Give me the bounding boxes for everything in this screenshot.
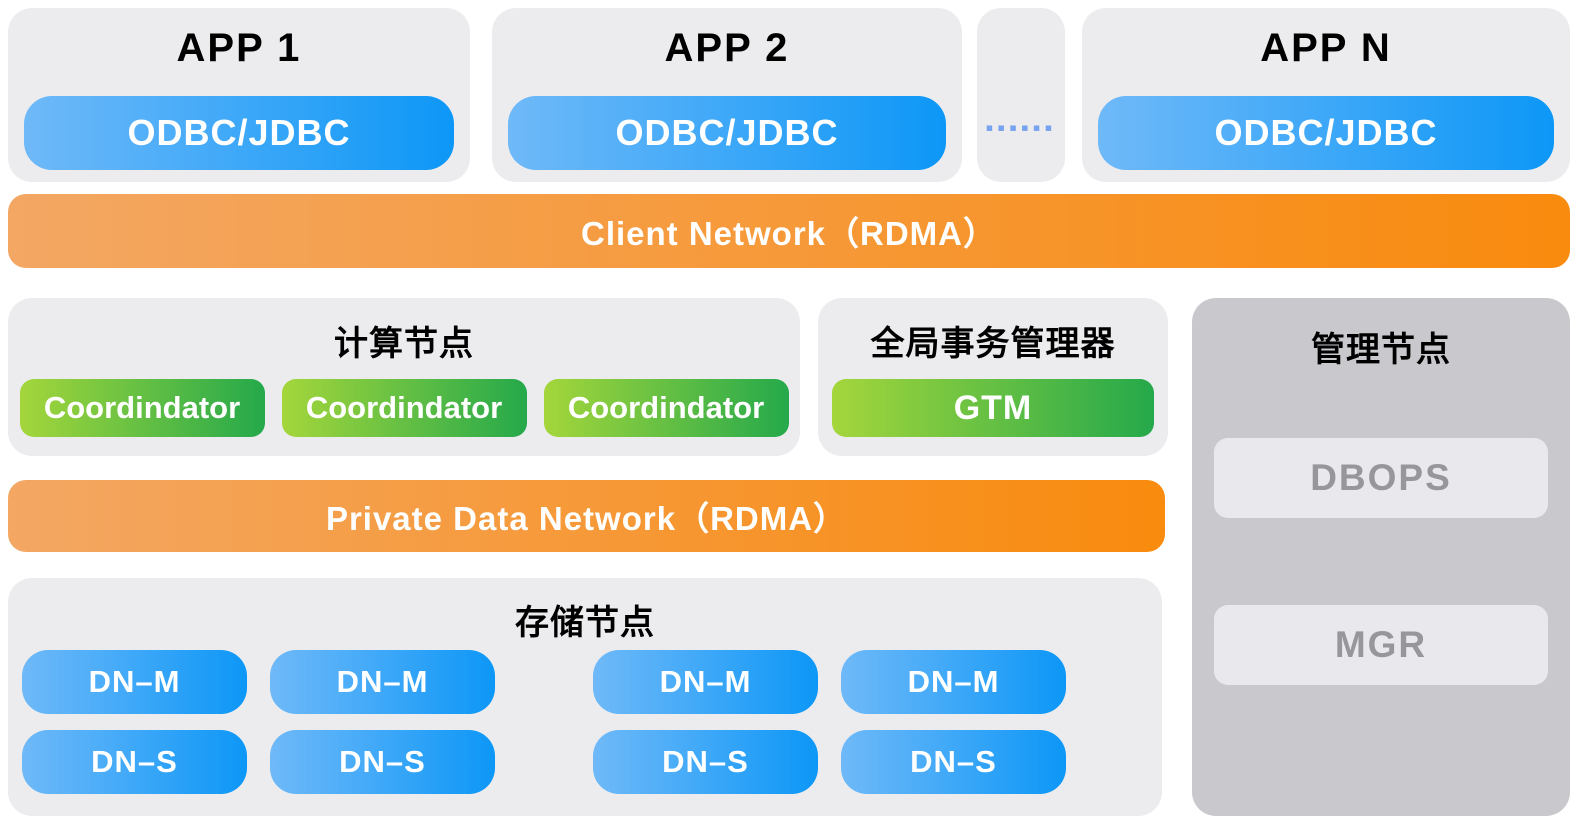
gtm-node: GTM xyxy=(832,379,1154,437)
dn-shard-column: DN–M DN–S xyxy=(841,578,1066,816)
dn-shard-column: DN–M DN–S xyxy=(593,578,818,816)
dn-standby-node: DN–S xyxy=(841,730,1066,794)
app-card-1: APP 1 ODBC/JDBC xyxy=(8,8,470,182)
odbc-jdbc-badge: ODBC/JDBC xyxy=(24,96,454,170)
dn-master-node: DN–M xyxy=(593,650,818,714)
coordinator-node: Coordindator xyxy=(281,379,527,437)
app-title: APP 2 xyxy=(664,26,790,70)
app-title: APP 1 xyxy=(176,26,302,70)
app-card-2: APP 2 ODBC/JDBC xyxy=(492,8,962,182)
dn-shard-column: DN–M DN–S xyxy=(22,578,247,816)
client-network-bar: Client Network（RDMA） xyxy=(8,194,1570,268)
dn-standby-node: DN–S xyxy=(593,730,818,794)
private-data-network-bar: Private Data Network（RDMA） xyxy=(8,480,1165,552)
management-node-panel: 管理节点 DBOPS MGR xyxy=(1192,298,1570,816)
coordinator-node: Coordindator xyxy=(19,379,265,437)
dn-master-node: DN–M xyxy=(22,650,247,714)
dbops-box: DBOPS xyxy=(1214,438,1548,518)
coordinator-node: Coordindator xyxy=(543,379,789,437)
coordinator-row: Coordindator Coordindator Coordindator xyxy=(8,379,800,437)
storage-panel-title: 存储节点 xyxy=(515,604,655,642)
dn-master-node: DN–M xyxy=(841,650,1066,714)
compute-node-panel: 计算节点 Coordindator Coordindator Coordinda… xyxy=(8,298,800,456)
apps-ellipsis-card: ▪▪▪▪▪▪ xyxy=(977,8,1065,182)
odbc-jdbc-badge: ODBC/JDBC xyxy=(508,96,946,170)
storage-node-panel: 存储节点 DN–M DN–S DN–M DN–S DN–M DN–S DN–M … xyxy=(8,578,1162,816)
app-card-n: APP N ODBC/JDBC xyxy=(1082,8,1570,182)
gtm-panel: 全局事务管理器 GTM xyxy=(818,298,1168,456)
app-title: APP N xyxy=(1260,26,1392,70)
dn-master-node: DN–M xyxy=(270,650,495,714)
gtm-panel-title: 全局事务管理器 xyxy=(870,325,1116,363)
mgr-box: MGR xyxy=(1214,605,1548,685)
compute-panel-title: 计算节点 xyxy=(334,325,474,363)
dn-standby-node: DN–S xyxy=(270,730,495,794)
dn-standby-node: DN–S xyxy=(22,730,247,794)
ellipsis-dots-icon: ▪▪▪▪▪▪ xyxy=(985,115,1057,140)
management-panel-title: 管理节点 xyxy=(1311,331,1451,369)
odbc-jdbc-badge: ODBC/JDBC xyxy=(1098,96,1554,170)
dn-shard-column: DN–M DN–S xyxy=(270,578,495,816)
